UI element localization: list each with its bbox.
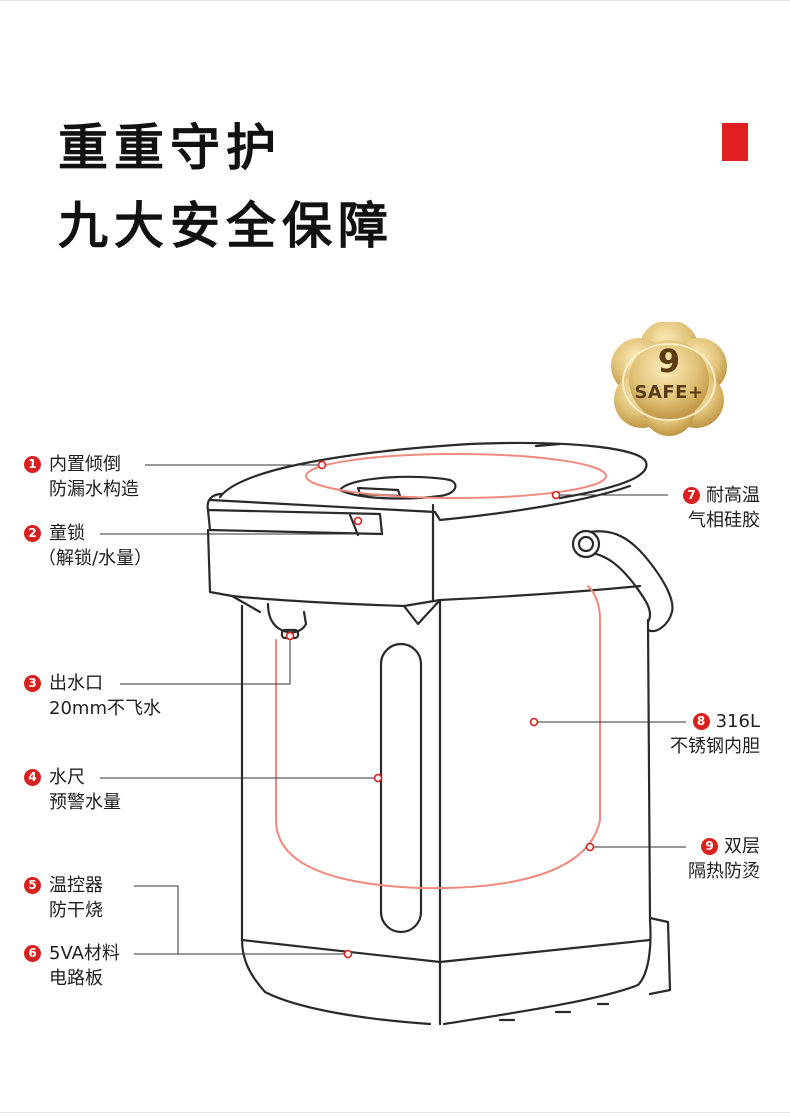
callout-number: 5 xyxy=(24,877,41,894)
callout-subtitle: 防漏水构造 xyxy=(49,479,139,500)
callout-number: 2 xyxy=(24,525,41,542)
callout-title: 耐高温 xyxy=(706,485,760,506)
marker-3 xyxy=(285,631,295,641)
callout-title: 温控器 xyxy=(49,875,103,896)
callout-title: 童锁 xyxy=(49,523,85,544)
callout-number: 1 xyxy=(24,456,41,473)
callout-title: 内置倾倒 xyxy=(49,454,121,475)
callout-subtitle: 气相硅胶 xyxy=(688,510,760,531)
callout-subtitle: 防干烧 xyxy=(49,900,103,921)
marker-2 xyxy=(353,516,363,526)
callout-title: 316L xyxy=(715,711,760,732)
callout-number: 9 xyxy=(701,838,718,855)
headline-line-1: 重重守护 xyxy=(58,119,282,177)
marker-6 xyxy=(343,949,353,959)
top-border xyxy=(0,0,790,1)
callout-number: 8 xyxy=(692,713,710,730)
callout-subtitle: 电路板 xyxy=(49,968,103,989)
callout-3: 3 出水口 20mm不飞水 xyxy=(24,671,161,721)
safe-badge: 9 SAFE+ xyxy=(606,322,732,438)
callout-subtitle: （解锁/水量） xyxy=(38,548,153,569)
callout-subtitle: 不锈钢内胆 xyxy=(670,736,760,757)
callout-title: 双层 xyxy=(724,836,760,857)
callout-subtitle: 20mm不飞水 xyxy=(49,698,161,719)
bottom-border xyxy=(0,1112,790,1113)
callout-number: 6 xyxy=(24,945,41,962)
marker-8 xyxy=(529,717,539,727)
callout-4: 4 水尺 预警水量 xyxy=(24,765,121,815)
marker-1 xyxy=(317,460,327,470)
callout-subtitle: 隔热防烫 xyxy=(688,861,760,882)
callout-2: 2 童锁 （解锁/水量） xyxy=(24,521,152,571)
badge-safe-text: SAFE+ xyxy=(634,382,704,403)
callout-9: 9 双层 隔热防烫 xyxy=(688,834,760,884)
accent-red-block xyxy=(722,123,748,161)
headline-line-2: 九大安全保障 xyxy=(58,197,394,255)
callout-number: 7 xyxy=(683,487,700,504)
callout-number: 4 xyxy=(24,769,41,786)
callout-title: 5VA材料 xyxy=(49,943,120,964)
callout-title: 出水口 xyxy=(49,673,103,694)
callout-title: 水尺 xyxy=(49,767,85,788)
badge-flower-icon xyxy=(611,322,727,436)
marker-7 xyxy=(551,490,561,500)
callout-number: 3 xyxy=(24,675,41,692)
badge-number: 9 xyxy=(657,342,681,380)
callout-5: 5 温控器 防干烧 xyxy=(24,873,103,923)
callout-1: 1 内置倾倒 防漏水构造 xyxy=(24,452,139,502)
callout-8: 8 316L 不锈钢内胆 xyxy=(670,709,760,759)
marker-9 xyxy=(585,842,595,852)
marker-4 xyxy=(373,773,383,783)
callout-6: 6 5VA材料 电路板 xyxy=(24,941,120,991)
callout-subtitle: 预警水量 xyxy=(49,792,121,813)
callout-7: 7 耐高温 气相硅胶 xyxy=(683,483,760,533)
